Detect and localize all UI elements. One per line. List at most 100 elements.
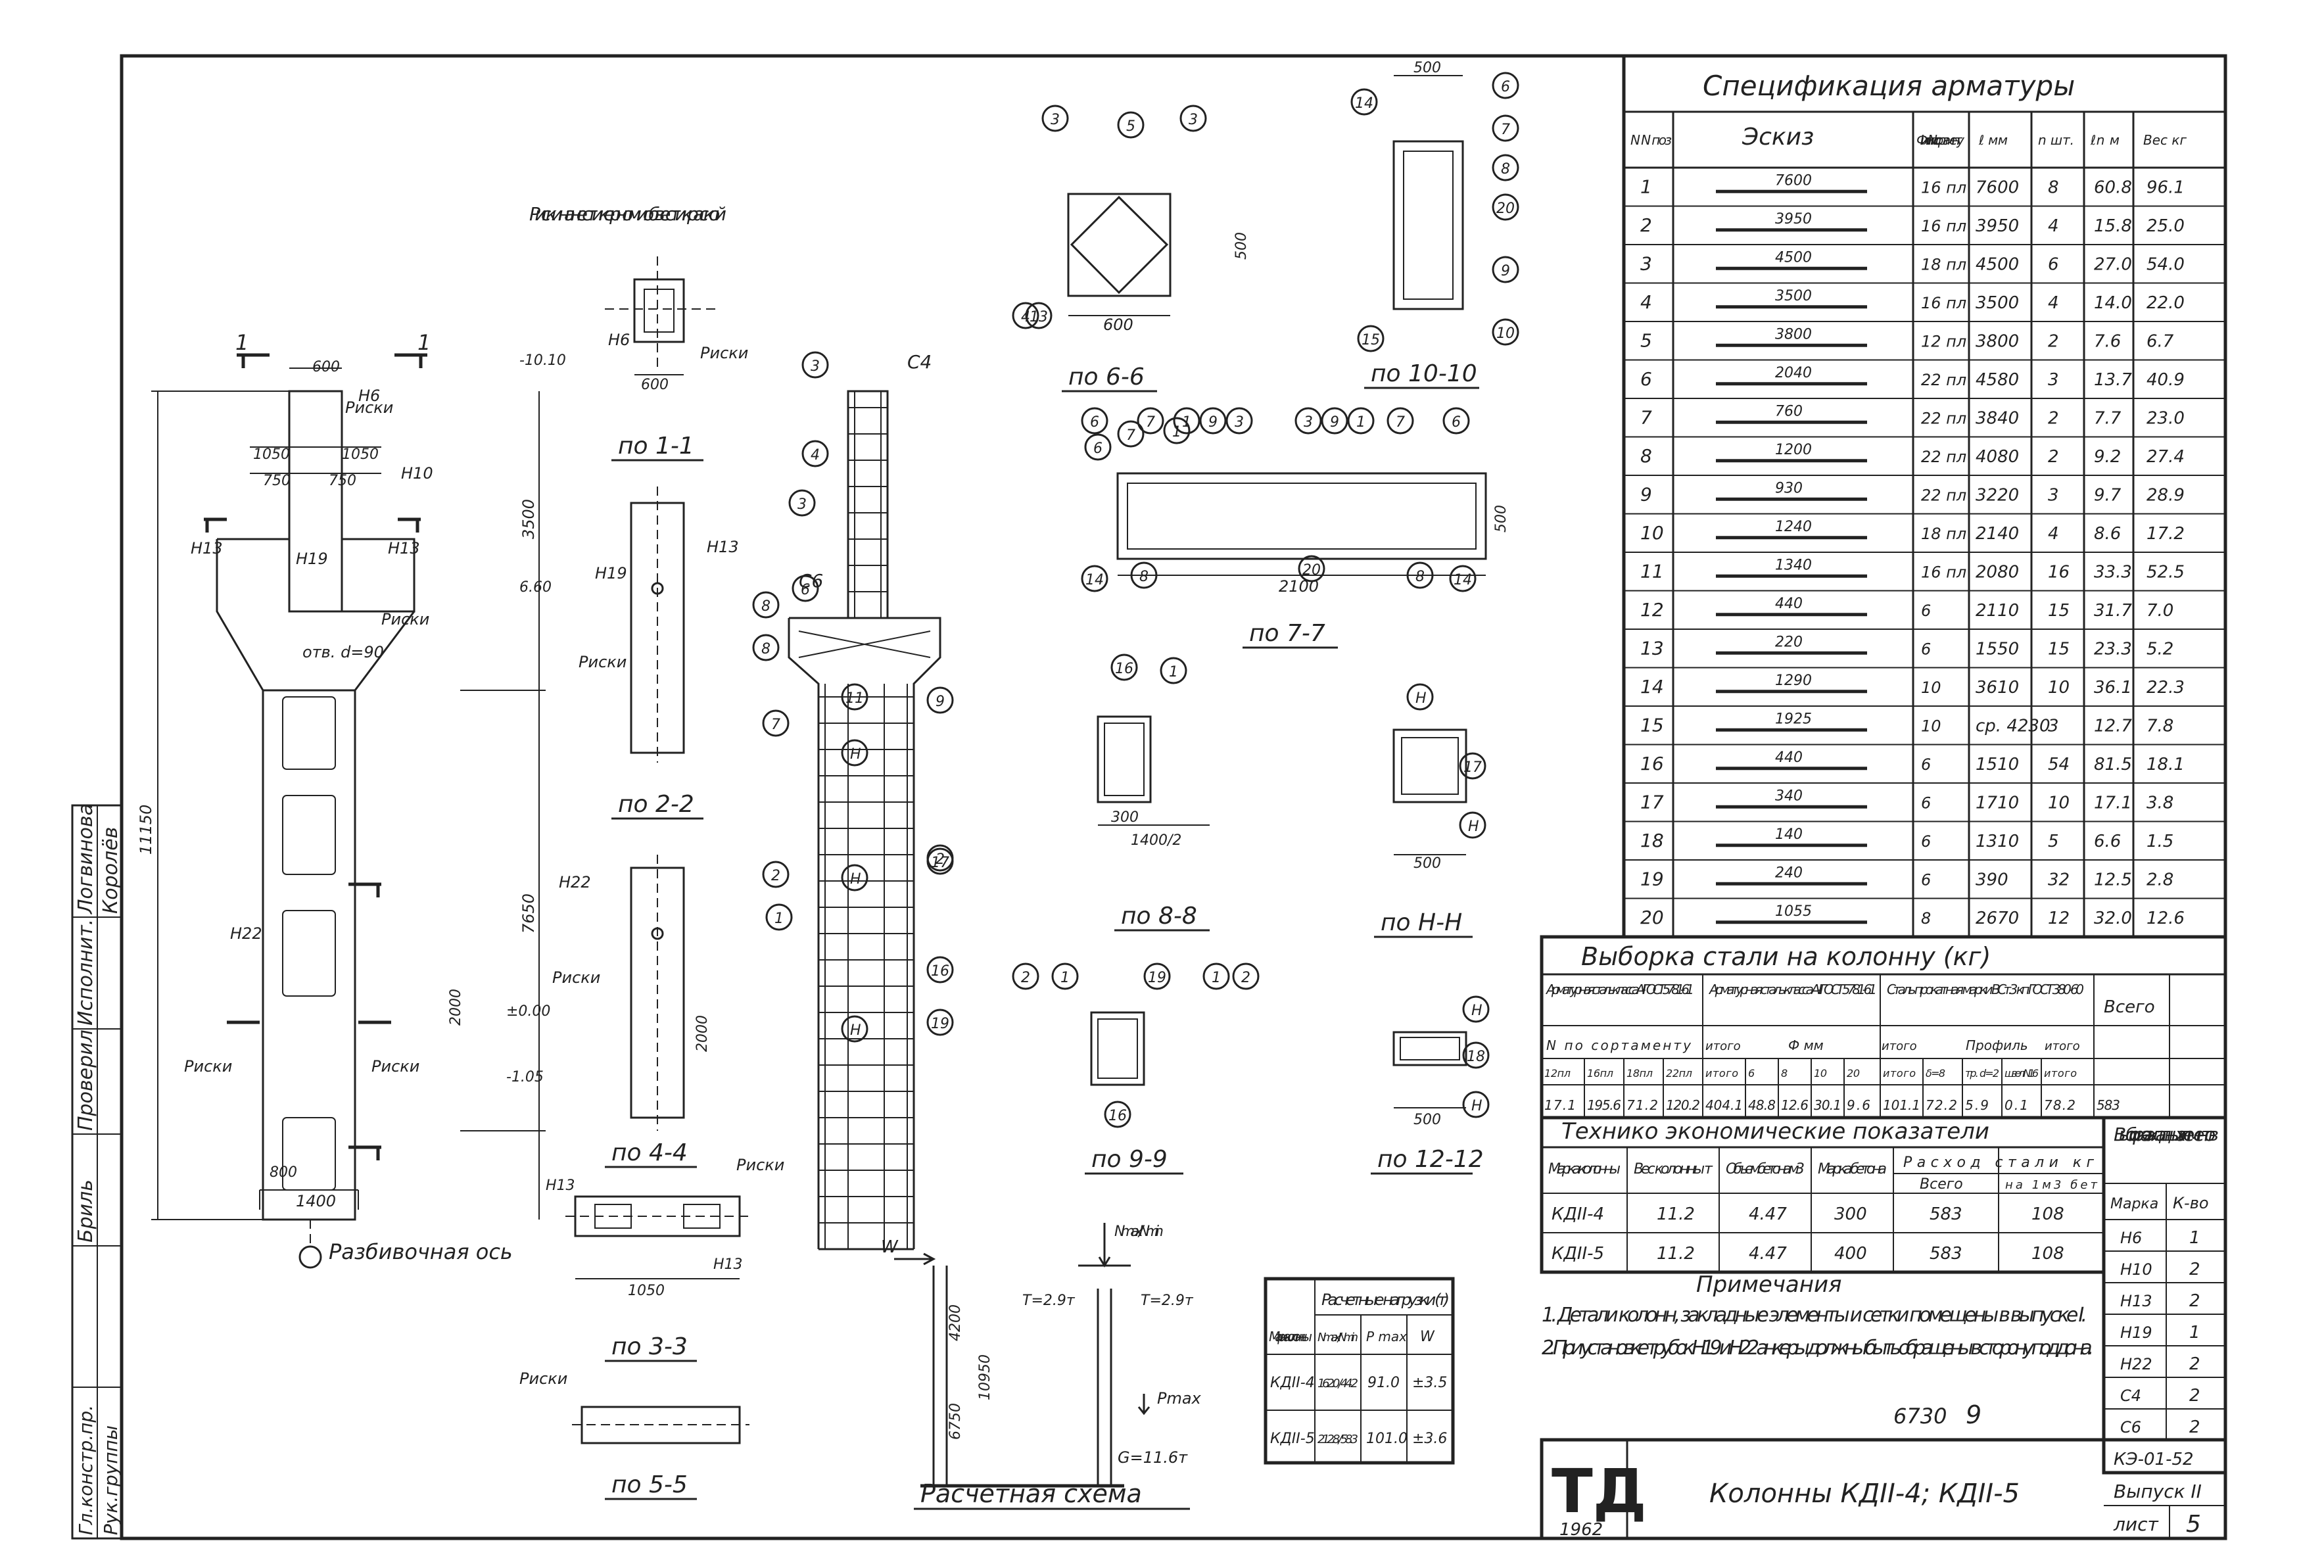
spec-row-4-dia: 16 пл [1921,294,1966,312]
spec-row-7-sketch: 760 [1775,403,1803,419]
tep-h3: Марка бетона [1818,1161,1887,1177]
calc-t2: T=2.9т [1141,1293,1194,1309]
spec-row-4-ln: 14.0 [2094,293,2132,313]
pos-callout-circle [1387,407,1414,435]
mark-c6: С6 [799,570,823,592]
spec-row-19-len: 390 [1976,870,2008,890]
spec-row-20-no: 20 [1640,907,1664,928]
dim-1050b: 1050 [342,446,379,463]
pos-callout-36-label: 1 [1182,414,1191,431]
pos-callout-circle [926,686,954,714]
spec-row-18-wt: 1.5 [2146,832,2173,851]
spec-row-7-len: 3840 [1976,409,2019,429]
tep-h6: на 1м3 бет [2005,1178,2098,1192]
tep-table: Технико экономические показатели Марка к… [1540,1116,2106,1274]
pos-callout-37-label: 9 [1208,414,1218,431]
spec-row-16-len: 1510 [1976,755,2019,774]
loads-r1-w: ±3.6 [1412,1431,1447,1447]
spec-row-16-sketch: 440 [1775,749,1803,766]
loads-r1-p: 101.0 [1366,1431,1408,1447]
pos-callout-31-label: 20 [1496,201,1515,217]
pos-callout-16-label: 19 [931,1016,949,1032]
pos-callout-circle [1462,1041,1490,1069]
pos-callout-circle [1199,407,1227,435]
pos-callout-30-label: 8 [1501,161,1510,178]
spec-row-6-sketch: 2040 [1775,365,1812,381]
pos-callout-13-label: 17 [931,855,949,871]
doc-number-2: 9 [1966,1400,1981,1429]
pos-callout-circle [1406,683,1434,711]
spec-row-18-sketch: 140 [1775,826,1803,843]
dim-1050-33: 1050 [628,1283,665,1299]
spec-row-13-no: 13 [1640,638,1664,659]
pos-callout-7-label: 9 [936,694,945,710]
sec-mark-1a: 1 [235,330,249,355]
spec-row-12-ln: 31.7 [2094,601,2132,621]
pos-callout-27-label: 15 [1362,332,1380,348]
spec-row-12-sketch: 440 [1775,596,1803,612]
pos-callout-circle [1492,154,1519,181]
spec-row-7-n: 2 [2048,409,2059,429]
steel-group-total: Всего [2104,997,2155,1017]
spec-row-17-n: 10 [2048,794,2070,813]
loads-r0-n: 162.0 / 44.2 [1317,1377,1358,1390]
spec-row-14-n: 10 [2048,678,2070,698]
pos-callout-circle [1041,105,1069,132]
spec-row-4-no: 4 [1640,291,1652,313]
pos-callout-circle [801,351,829,379]
dim-1050a: 1050 [253,446,290,463]
tep-r1-c4: 583 [1930,1244,1962,1264]
spec-row-7-no: 7 [1640,407,1652,429]
view-12-12: по 12-12 [1377,1146,1484,1173]
emb-r1-mark: Н10 [2120,1260,2152,1279]
pos-callout-10-label: 1 [774,911,784,927]
pos-callout-circle [1081,407,1108,435]
spec-row-10-no: 10 [1640,522,1664,544]
pos-callout-circle [1084,433,1112,461]
notes-title: Примечания [1696,1271,1842,1298]
spec-row-17-no: 17 [1640,792,1664,813]
mark-c4: С4 [907,351,932,373]
spec-row-6-ln: 13.7 [2094,370,2132,390]
pos-callout-48-label: 14 [1454,572,1472,588]
spec-row-6-no: 6 [1640,368,1652,390]
riski-22: Риски [579,653,627,671]
pos-callout-4-label: 8 [761,598,771,615]
view-7-7: по 7-7 [1249,620,1325,647]
mark-n19: Н19 [296,550,328,568]
spec-row-14-dia: 10 [1921,678,1941,697]
elev-660: 6.60 [519,579,552,596]
steel-col-7: 10 [1814,1067,1827,1080]
section-3-3: 1050 Н13 Н13 Риски по 3-3 [546,1156,784,1362]
pos-callout-circle [1173,407,1200,435]
pos-callout-61-label: 18 [1467,1049,1485,1065]
spec-row-17-sketch: 340 [1775,788,1803,804]
steel-col-3: 22пл [1666,1067,1692,1080]
steel-val-10: 72.2 [1926,1097,1957,1113]
role-chief: Гл.констр.пр. [75,1405,97,1535]
steel-sub-4: Профиль [1966,1037,2028,1053]
pos-callout-45-label: 8 [1139,569,1149,585]
steel-val-7: 30.1 [1814,1097,1841,1113]
pos-callout-24-label: 7 [1126,427,1135,444]
steel-val-3: 120.2 [1666,1097,1700,1113]
pos-callout-circle [1117,111,1145,139]
name-logvinova: Логвинова [74,803,97,915]
pos-callout-42-label: 7 [1396,414,1405,431]
spec-row-6-n: 3 [2048,370,2059,390]
pos-callout-17-label: Н [850,1022,861,1039]
spec-row-4-wt: 22.0 [2146,293,2185,313]
dim-500-1212: 500 [1413,1112,1441,1128]
pos-callout-circle [1449,565,1477,592]
calc-g: G=11.6т [1118,1448,1188,1467]
tep-r1-c1: 11.2 [1657,1244,1695,1264]
spec-row-2-n: 4 [2048,216,2059,236]
spec-row-2-no: 2 [1640,214,1652,236]
pos-callout-14-label: Н [850,746,861,763]
dim-600-11: 600 [641,377,669,393]
steel-title: Выборка стали на колонну (кг) [1581,942,1991,971]
dim-11150: 11150 [137,805,155,855]
emb-r6-qty: 2 [2189,1417,2200,1437]
